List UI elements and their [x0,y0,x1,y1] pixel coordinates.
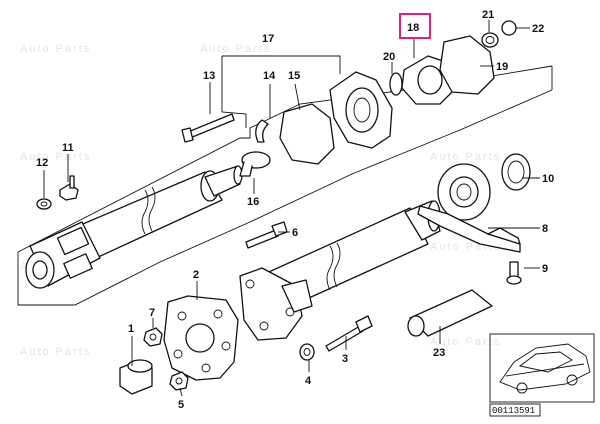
callout-6: 6 [292,227,298,239]
callout-1: 1 [128,323,134,335]
callout-8: 8 [542,223,548,235]
callout-5: 5 [178,399,184,411]
callout-16: 16 [247,196,259,208]
callout-3: 3 [342,353,348,365]
callout-7: 7 [149,307,155,319]
callout-13: 13 [203,70,215,82]
watermark-text: Auto Parts [20,346,91,358]
callout-21: 21 [482,9,494,21]
watermark-text: Auto Parts [200,43,271,55]
callout-10: 10 [542,173,554,185]
bushing [119,359,153,395]
callout-23: 23 [433,347,445,359]
center-bearing [417,153,531,253]
watermark-text: Auto Parts [20,43,91,55]
grease-tube [407,289,493,337]
callout-15: 15 [288,70,300,82]
watermark-text: Auto Parts [430,151,501,163]
callout-11: 11 [62,142,74,154]
callout-20: 20 [383,51,395,63]
watermark: Auto Parts Auto Parts Auto Parts Auto Pa… [20,43,501,358]
flex-disc [163,295,239,381]
callout-12: 12 [36,157,48,169]
callout-22: 22 [532,23,544,35]
callout-18-highlight [399,13,431,39]
callout-18: 18 [407,22,419,34]
callout-17: 17 [262,33,274,45]
bolt-9 [506,261,522,285]
vehicle-inset [489,333,595,403]
bolt-3 [325,315,373,352]
callout-19: 19 [496,61,508,73]
reference-code: 00113591 [492,406,535,416]
flange-yoke [239,267,313,341]
callout-14: 14 [263,70,276,82]
washer [299,343,315,361]
callout-9: 9 [542,263,548,275]
small-hardware-left [36,175,79,210]
front-shaft [25,165,243,289]
reference-code-box [489,403,541,417]
callouts: 1 2 3 4 5 6 7 8 9 10 11 12 13 14 15 16 1… [36,9,554,411]
bolt-6 [245,221,288,249]
leader-lines [43,20,540,397]
nuts [143,327,189,391]
callout-2: 2 [193,269,199,281]
callout-4: 4 [305,375,312,387]
watermark-text: Auto Parts [20,151,91,163]
watermark-text: Auto Parts [430,336,501,348]
